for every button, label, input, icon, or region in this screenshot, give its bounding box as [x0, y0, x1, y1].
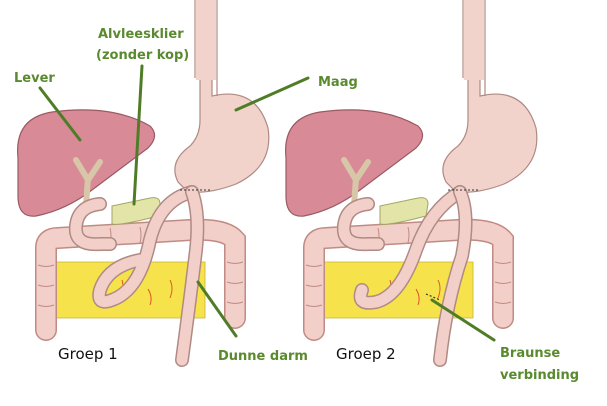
leader-line-alvleesklier [132, 64, 144, 206]
panel-group-2 [286, 0, 537, 367]
pancreas-shape [379, 197, 429, 225]
small-intestine-loop [353, 185, 473, 367]
small-intestine-loop [92, 185, 205, 367]
label-lever: Lever [14, 71, 55, 86]
leader-line-braunse [430, 298, 496, 342]
braun-anastomosis-marker [425, 293, 441, 301]
panel-group-1 [18, 0, 269, 367]
label-alvleesklier-sub: (zonder kop) [96, 48, 189, 63]
label-verbinding: verbinding [500, 368, 579, 383]
label-maag: Maag [318, 75, 358, 90]
label-alvleesklier: Alvleesklier [98, 27, 184, 42]
leader-line-lever [38, 86, 82, 142]
leader-line-maag [234, 76, 310, 112]
leader-line-dunne-darm [196, 280, 238, 338]
leader-lines [38, 64, 496, 342]
group-2-label: Groep 2 [336, 345, 396, 363]
label-braunse: Braunse [500, 346, 560, 361]
group-1-label: Groep 1 [58, 345, 118, 363]
label-dunne-darm: Dunne darm [218, 349, 308, 364]
